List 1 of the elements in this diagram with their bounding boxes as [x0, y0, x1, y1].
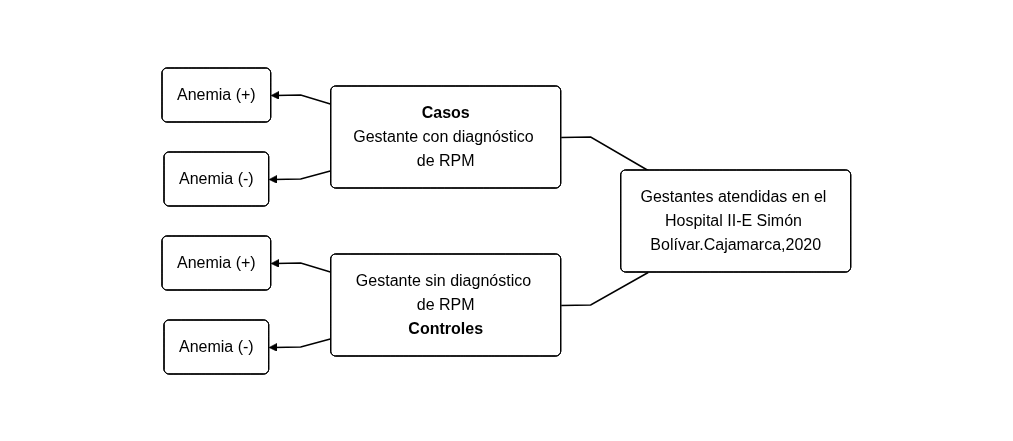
connector — [560, 271, 650, 306]
